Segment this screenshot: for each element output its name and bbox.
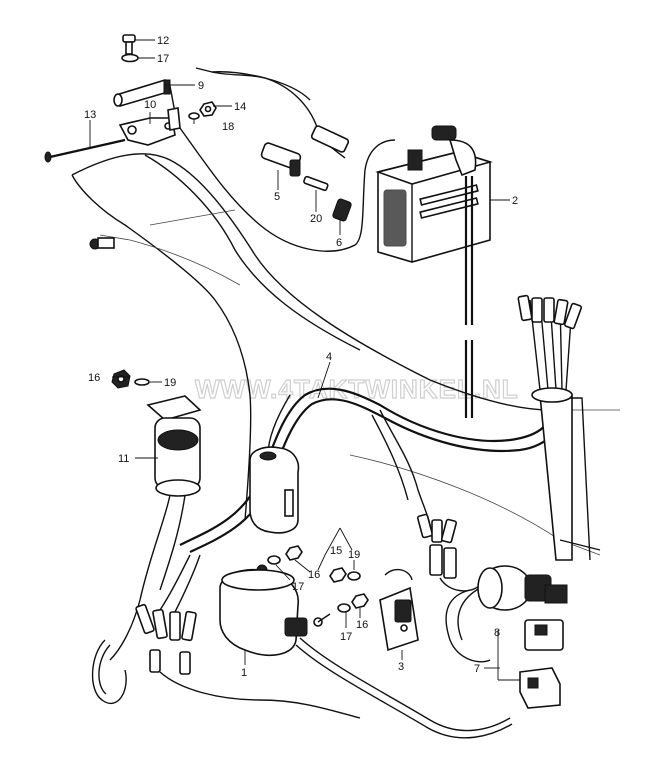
bolt-12 <box>122 34 136 55</box>
washer-17-top <box>121 53 139 63</box>
frame-bolt <box>89 237 115 250</box>
callout-9: 9 <box>198 80 204 92</box>
leader-lines <box>89 39 520 681</box>
ignition-key-7 <box>519 667 561 709</box>
callout-2: 2 <box>512 195 518 207</box>
frame-outline <box>71 153 620 556</box>
fuse-20 <box>303 175 329 192</box>
main-fuse-cable <box>179 67 396 252</box>
callout-4: 4 <box>326 351 332 363</box>
nut-19-a <box>329 567 347 583</box>
nut-16-b <box>351 593 369 609</box>
fuse-holder-9 <box>113 78 177 119</box>
washer-17-b <box>337 603 351 613</box>
connector-bundle-top <box>517 294 583 403</box>
nut-16-a <box>285 545 303 561</box>
nut-16-left <box>111 369 131 389</box>
callout-17-mid-b: 17 <box>340 631 352 643</box>
callout-18: 18 <box>222 121 234 133</box>
ignition-coil-1 <box>159 564 513 739</box>
callout-15: 15 <box>330 545 342 557</box>
callout-19-mid: 19 <box>348 549 360 561</box>
callout-13: 13 <box>84 109 96 121</box>
watermark-text: WWW.4TAKTWINKEL.NL <box>195 374 519 404</box>
callout-19-left: 19 <box>164 377 176 389</box>
nut-14 <box>199 101 217 117</box>
callout-labels: 12 17 9 10 13 14 18 5 20 6 2 4 16 19 11 … <box>84 35 518 679</box>
callout-16-mid-b: 16 <box>356 619 368 631</box>
washer-17-a <box>267 555 281 565</box>
regulator-3 <box>379 568 419 652</box>
callout-6: 6 <box>336 237 342 249</box>
ignition-switch-8 <box>445 565 568 663</box>
callout-1: 1 <box>241 667 247 679</box>
connector-bundle-mid <box>416 513 481 592</box>
bolt-13 <box>44 138 126 163</box>
rectifier-unit <box>249 394 300 534</box>
callout-16-left: 16 <box>88 372 100 384</box>
horn-11 <box>109 395 202 661</box>
wire-harness-4 <box>179 387 601 561</box>
battery-2 <box>375 125 493 418</box>
callout-8: 8 <box>494 627 500 639</box>
washer-19-b <box>347 571 361 581</box>
callout-16-mid-a: 16 <box>308 569 320 581</box>
callout-12: 12 <box>157 35 169 47</box>
washer-18 <box>188 112 200 120</box>
callout-20: 20 <box>310 213 322 225</box>
callout-3: 3 <box>398 661 404 673</box>
connector-bundle-left <box>91 554 201 705</box>
callout-14: 14 <box>234 101 246 113</box>
callout-17-top: 17 <box>157 53 169 65</box>
callout-5: 5 <box>274 191 280 203</box>
fuse-holder-5 <box>260 142 302 177</box>
callout-7: 7 <box>474 663 480 675</box>
washer-19-left <box>134 378 150 386</box>
fuse-cap-6 <box>332 198 352 222</box>
callout-10: 10 <box>144 99 156 111</box>
callout-11: 11 <box>118 453 129 465</box>
callout-17-mid-a: 17 <box>292 581 304 593</box>
